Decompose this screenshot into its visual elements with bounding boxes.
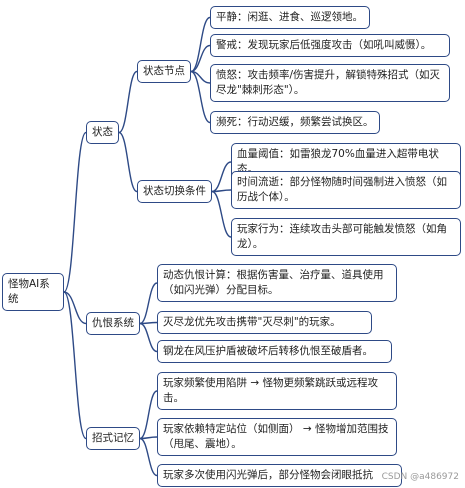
memory-flash: 玩家多次使用闪光弹后，部分怪物会闭眼抵抗 bbox=[157, 464, 402, 487]
connector-root-node-branch-move-memory bbox=[63, 291, 87, 440]
switch-player-action: 玩家行为：连续攻击头部可能触发愤怒（如角龙）。 bbox=[231, 218, 461, 256]
connector-state-switch-conditions-switch-time-elapsed bbox=[211, 189, 232, 193]
branch-move-memory: 招式记忆 bbox=[86, 427, 140, 450]
aggro-dynamic: 动态仇恨计算：根据伤害量、治疗量、道具使用（如闪光弹）分配目标。 bbox=[157, 264, 397, 302]
watermark: CSDN @a486972 bbox=[381, 472, 459, 482]
connector-branch-aggro-aggro-kushala bbox=[139, 322, 158, 353]
root-node: 怪物AI系统 bbox=[2, 273, 64, 311]
branch-aggro: 仇恨系统 bbox=[86, 312, 140, 335]
connector-branch-aggro-aggro-dynamic bbox=[139, 282, 158, 325]
connector-branch-move-memory-memory-traps bbox=[139, 390, 158, 440]
state-switch-conditions: 状态切换条件 bbox=[137, 180, 212, 203]
connector-state-switch-conditions-switch-hp-threshold bbox=[211, 161, 232, 193]
state-dying: 濒死：行动迟缓，频繁尝试换区。 bbox=[210, 111, 380, 134]
connector-branch-state-state-switch-conditions bbox=[118, 131, 138, 193]
connector-branch-state-state-nodes bbox=[118, 70, 138, 134]
branch-state: 状态 bbox=[86, 121, 119, 144]
connector-state-nodes-state-calm bbox=[190, 16, 211, 73]
aggro-kushala: 钢龙在风压护盾被破坏后转移仇恨至破盾者。 bbox=[157, 340, 392, 363]
state-alert: 警戒：发现玩家后低强度攻击（如吼叫威慑）。 bbox=[210, 34, 450, 57]
memory-traps: 玩家频繁使用陷阱 → 怪物更频繁跳跃或远程攻击。 bbox=[157, 372, 397, 410]
state-angry: 愤怒：攻击频率/伤害提升，解锁特殊招式（如灭尽龙"棘刺形态"）。 bbox=[210, 64, 450, 102]
connector-root-node-branch-aggro bbox=[63, 291, 87, 325]
connector-state-nodes-state-dying bbox=[190, 70, 211, 124]
connector-root-node-branch-state bbox=[63, 131, 87, 293]
state-calm: 平静：闲逛、进食、巡逻领地。 bbox=[210, 6, 370, 29]
state-nodes: 状态节点 bbox=[137, 60, 191, 83]
memory-position: 玩家依赖特定站位（如侧面） → 怪物增加范围技（甩尾、震地）。 bbox=[157, 418, 397, 456]
aggro-nergigante: 灭尽龙优先攻击携带"灭尽刺"的玩家。 bbox=[157, 311, 372, 334]
connector-branch-move-memory-memory-flash bbox=[139, 437, 158, 477]
switch-time-elapsed: 时间流逝：部分怪物随时间强制进入愤怒（如历战个体）。 bbox=[231, 171, 461, 209]
connector-state-switch-conditions-switch-player-action bbox=[211, 190, 232, 238]
connector-state-nodes-state-alert bbox=[190, 44, 211, 73]
